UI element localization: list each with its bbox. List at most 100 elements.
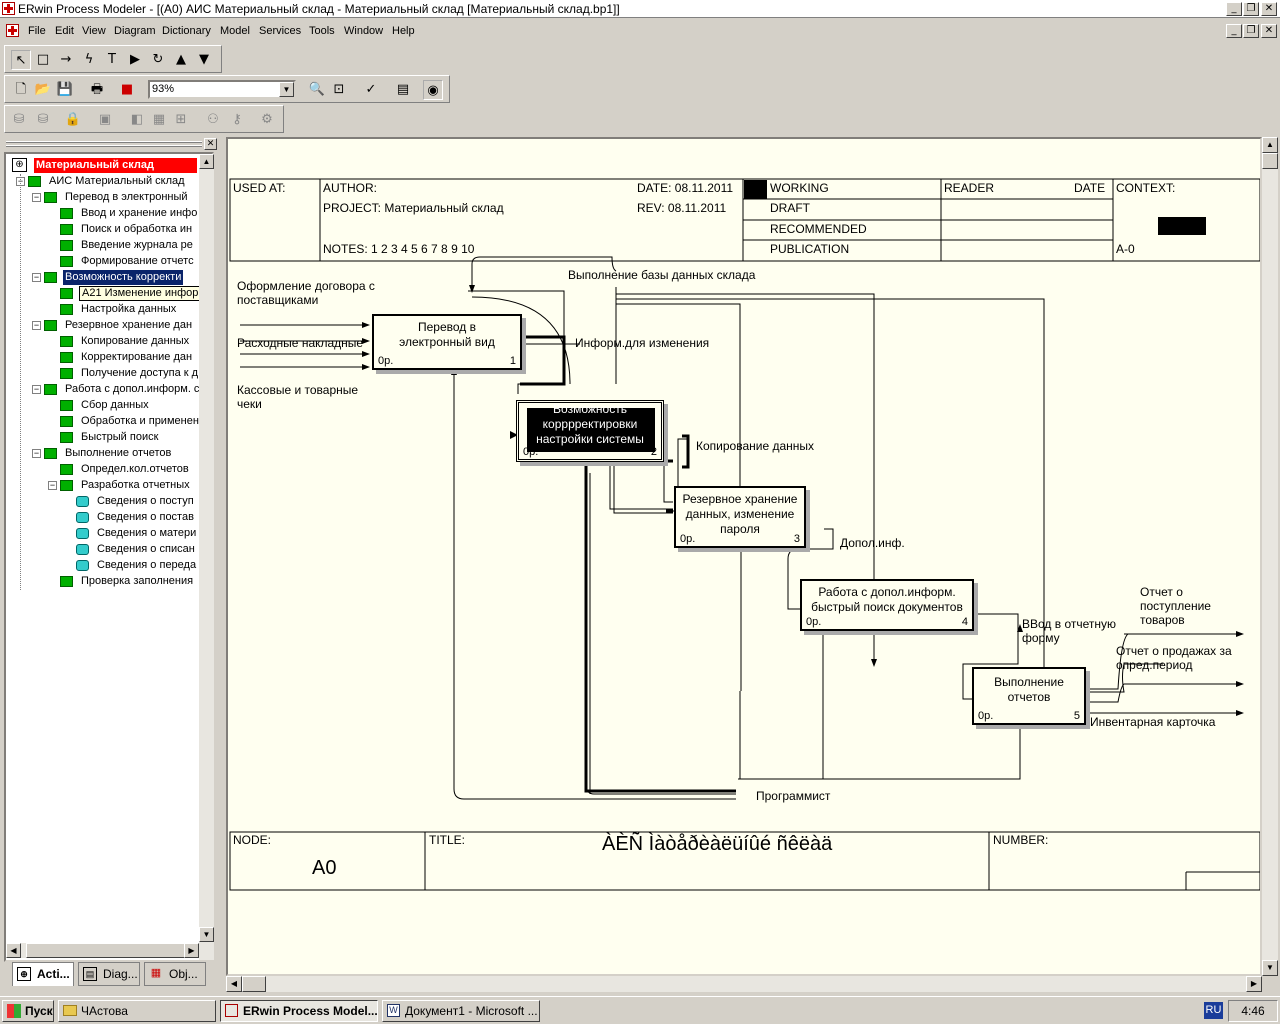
canvas-vertical-scrollbar[interactable]: ▲ ▼ <box>1262 137 1278 976</box>
menu-dictionary[interactable]: Dictionary <box>162 25 211 37</box>
collapse-icon[interactable]: − <box>32 192 41 202</box>
print-icon[interactable]: 🖶 <box>90 82 104 97</box>
scroll-left-icon[interactable]: ◀ <box>6 943 21 958</box>
activity-box-1[interactable]: Перевод в электронный вид 0р. 1 <box>372 314 522 370</box>
minimize-button[interactable]: _ <box>1226 2 1242 16</box>
tab-diagrams[interactable]: ▤Diag... <box>78 962 140 986</box>
canvas-scroll-right-icon[interactable]: ▶ <box>1246 976 1262 992</box>
diagram-canvas[interactable]: USED AT: AUTHOR: PROJECT: Материальный с… <box>226 137 1262 976</box>
save-icon[interactable]: 💾 <box>56 82 74 97</box>
menu-diagram[interactable]: Diagram <box>114 25 156 37</box>
dropdown-arrow-icon[interactable]: ▼ <box>279 82 294 97</box>
arrow-label-contracts[interactable]: Оформление договора с поставщиками <box>237 279 375 307</box>
arrow-label-programmer[interactable]: Программист <box>756 789 831 803</box>
activity-box-2[interactable]: Возможность корррректировки настройки си… <box>516 400 664 462</box>
language-indicator[interactable]: RU <box>1204 1002 1223 1019</box>
tree-item[interactable]: −Разработка отчетных <box>6 478 199 493</box>
scroll-down-icon[interactable]: ▼ <box>199 927 214 942</box>
collapse-icon[interactable]: − <box>32 320 41 330</box>
arrow-label-receipts[interactable]: Кассовые и товарные чеки <box>237 383 359 411</box>
tree-item[interactable]: Сведения о матери <box>6 526 199 541</box>
task-folder[interactable]: ЧАстова <box>58 1000 216 1022</box>
arrow-label-report-form[interactable]: ВВод в отчетную форму <box>1022 617 1117 645</box>
tree-item[interactable]: −Возможность корректи <box>6 270 199 285</box>
arrow-label-info-change[interactable]: Информ.для изменения <box>575 336 710 350</box>
tree-item[interactable]: Настройка данных <box>6 302 199 317</box>
zoom-select[interactable]: 93%▼ <box>148 80 296 99</box>
tab-activities[interactable]: ⊕Acti... <box>12 962 74 986</box>
arrow-label-extra-info[interactable]: Допол.инф. <box>840 536 905 550</box>
menu-window[interactable]: Window <box>344 25 384 37</box>
text-tool-icon[interactable]: T <box>108 52 116 67</box>
tree-item[interactable]: Определ.кол.отчетов <box>6 462 199 477</box>
tab-objects[interactable]: ▦Obj... <box>144 962 206 986</box>
tree-item[interactable]: Формирование отчетс <box>6 254 199 269</box>
menu-view[interactable]: View <box>82 25 106 37</box>
color-icon[interactable]: ■ <box>120 82 134 97</box>
db2-icon[interactable]: ⛁ <box>37 112 49 127</box>
menu-model[interactable]: Model <box>220 25 250 37</box>
menu-services[interactable]: Services <box>259 25 302 37</box>
tree-item[interactable]: Введение журнала ре <box>6 238 199 253</box>
collapse-icon[interactable]: − <box>32 272 41 282</box>
doc-restore-button[interactable]: ❐ <box>1243 24 1259 38</box>
tree-root[interactable]: ⊕Материальный склад <box>12 158 197 173</box>
tree-item[interactable]: A21 Изменение информации <box>6 286 199 301</box>
canvas-scroll-left-icon[interactable]: ◀ <box>226 976 242 992</box>
activity-box-3[interactable]: Резервное хранение данных, изменение пар… <box>674 486 806 548</box>
restore-button[interactable]: ❐ <box>1243 2 1259 16</box>
squiggle-tool-icon[interactable]: ϟ <box>84 52 94 67</box>
start-button[interactable]: Пуск <box>2 1000 54 1022</box>
lock-icon[interactable]: 🔒 <box>64 112 82 127</box>
pointer-tool-icon[interactable]: ↖ <box>11 50 31 70</box>
arrow-label-invoices[interactable]: Расходные накладные <box>237 336 364 350</box>
canvas-scroll-thumb[interactable] <box>1262 153 1278 169</box>
tree-item[interactable]: Поиск и обработка ин <box>6 222 199 237</box>
menu-tools[interactable]: Tools <box>309 25 335 37</box>
pane-grip[interactable]: ✕ <box>4 138 218 150</box>
task-erwin[interactable]: ERwin Process Model... <box>220 1000 378 1022</box>
doc-minimize-button[interactable]: _ <box>1226 24 1242 38</box>
report-icon[interactable]: ▦ <box>152 112 166 127</box>
go-up-icon[interactable]: ▲ <box>176 52 186 67</box>
tree-item[interactable]: Корректирование дан <box>6 350 199 365</box>
canvas-scroll-down-icon[interactable]: ▼ <box>1262 960 1278 976</box>
key-icon[interactable]: ⚷ <box>232 112 242 127</box>
users-icon[interactable]: ⚇ <box>207 112 219 127</box>
cube-icon[interactable]: ▣ <box>98 112 112 127</box>
tree-item[interactable]: Проверка заполнения <box>6 574 199 589</box>
spellcheck-icon[interactable]: ✓ <box>365 82 377 97</box>
canvas-horizontal-scrollbar[interactable]: ◀ ▶ <box>226 976 1262 992</box>
collapse-icon[interactable]: − <box>32 448 41 458</box>
menu-file[interactable]: File <box>28 25 46 37</box>
arrow-label-control[interactable]: Выполнение базы данных склада <box>568 268 756 282</box>
play-tool-icon[interactable]: ▶ <box>130 52 140 67</box>
db-icon[interactable]: ⛁ <box>13 112 25 127</box>
arrow-label-sales-report[interactable]: Отчет о продажах за опред.период <box>1116 644 1232 672</box>
tree-item[interactable]: −Работа с допол.информ. с <box>6 382 199 397</box>
collapse-icon[interactable]: − <box>32 384 41 394</box>
zoom-fit-icon[interactable]: ⊡ <box>333 82 345 97</box>
rotate-tool-icon[interactable]: ↻ <box>152 52 164 67</box>
pane-close-button[interactable]: ✕ <box>204 138 217 150</box>
arrow-label-receipt-report[interactable]: Отчет о поступление товаров <box>1140 585 1211 627</box>
page-icon[interactable]: ◧ <box>130 112 144 127</box>
open-icon[interactable]: 📂 <box>34 82 52 97</box>
grid-icon[interactable]: ⊞ <box>175 112 187 127</box>
model-explorer-icon[interactable]: ▤ <box>396 82 410 97</box>
canvas-hscroll-thumb[interactable] <box>242 976 266 992</box>
scroll-right-icon[interactable]: ▶ <box>184 943 199 958</box>
tree-vertical-scrollbar[interactable]: ▲ ▼ <box>199 154 214 960</box>
tree-item[interactable]: Ввод и хранение инфо <box>6 206 199 221</box>
canvas-scroll-up-icon[interactable]: ▲ <box>1262 137 1278 153</box>
new-icon[interactable]: 🗋 <box>15 82 27 97</box>
tree-item[interactable]: Обработка и применен <box>6 414 199 429</box>
scroll-thumb[interactable] <box>26 943 186 958</box>
tree-item[interactable]: Сведения о постав <box>6 510 199 525</box>
tree-item[interactable]: Сведения о поступ <box>6 494 199 509</box>
tree-item[interactable]: −Перевод в электронный <box>6 190 199 205</box>
close-button[interactable]: ✕ <box>1261 2 1277 16</box>
tree-item[interactable]: −Резервное хранение дан <box>6 318 199 333</box>
go-down-icon[interactable]: ▼ <box>199 52 209 67</box>
